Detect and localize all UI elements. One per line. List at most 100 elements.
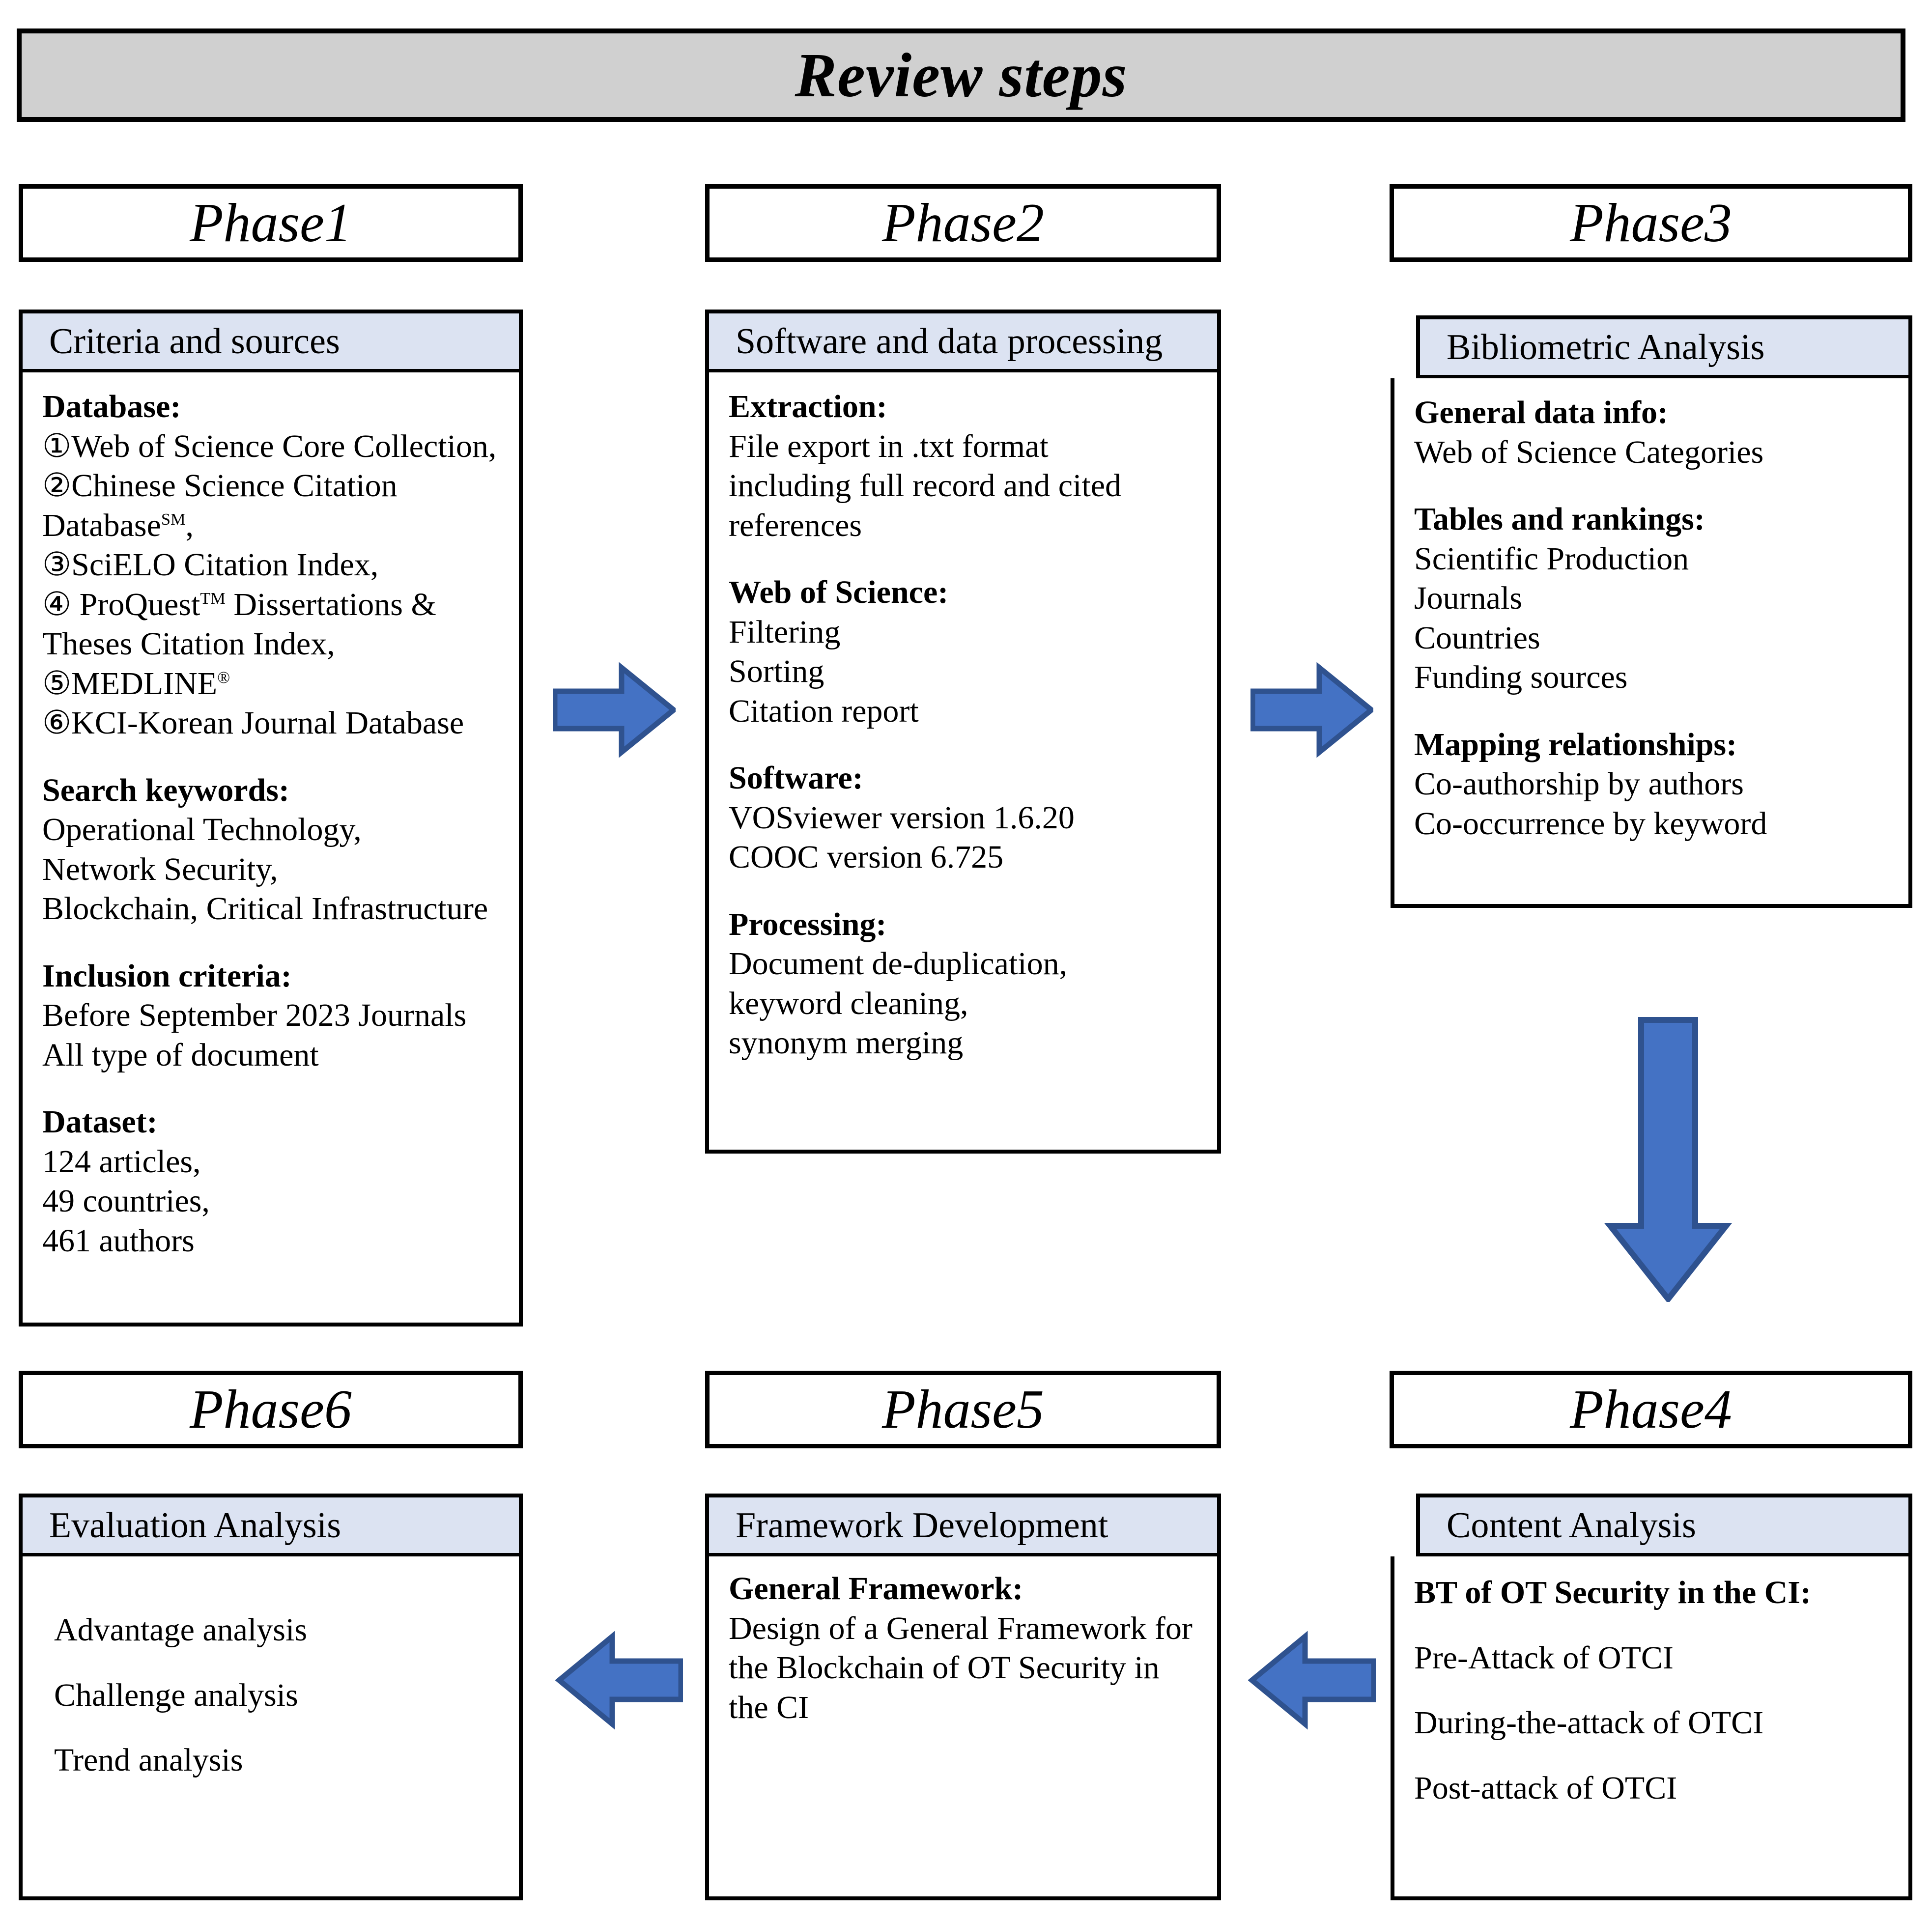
content-group: Web of Science: Filtering Sorting Citati… — [729, 573, 1204, 731]
panel-title-phase1: Criteria and sources — [49, 321, 340, 362]
group-line: Document de-duplication, — [729, 946, 1068, 982]
group-heading: Inclusion criteria: — [42, 958, 292, 994]
group-line: Funding sources — [1414, 659, 1628, 696]
group-line: Post-attack of OTCI — [1414, 1770, 1677, 1806]
group-line: ⑤MEDLINE® — [42, 665, 230, 702]
panel-phase2: Software and data processing Extraction:… — [705, 310, 1221, 1154]
panel-phase5: Framework Development General Framework:… — [705, 1494, 1221, 1900]
group-line: ②Chinese Science Citation — [42, 468, 398, 504]
group-line: Theses Citation Index, — [42, 626, 335, 662]
group-line: Challenge analysis — [54, 1677, 298, 1713]
phase-label-text-phase2: Phase2 — [882, 193, 1044, 254]
group-line: 124 articles, — [42, 1143, 201, 1180]
panel-header-phase4: Content Analysis — [1416, 1494, 1912, 1556]
group-heading: Mapping relationships: — [1414, 726, 1737, 762]
panel-header-phase5: Framework Development — [705, 1494, 1221, 1556]
panel-title-phase4: Content Analysis — [1447, 1505, 1696, 1546]
content-group: Software: VOSviewer version 1.6.20 COOC … — [729, 759, 1204, 877]
content-group: BT of OT Security in the CI: Pre-Attack … — [1414, 1573, 1896, 1808]
group-line: File export in .txt format — [729, 428, 1049, 464]
arrow-phase3-to-phase4 — [1604, 1017, 1732, 1302]
group-line: including full record and cited — [729, 468, 1122, 504]
content-group: Tables and rankings: Scientific Producti… — [1414, 500, 1896, 698]
group-line: Web of Science Categories — [1414, 434, 1764, 470]
group-line: During-the-attack of OTCI — [1414, 1705, 1764, 1741]
content-group: General data info: Web of Science Catego… — [1414, 393, 1896, 472]
group-line: Sorting — [729, 653, 824, 690]
group-line: the CI — [729, 1689, 809, 1725]
content-group: General Framework: Design of a General F… — [729, 1569, 1204, 1727]
content-group: Search keywords: Operational Technology,… — [42, 771, 506, 929]
group-line: Before September 2023 Journals — [42, 997, 467, 1034]
panel-header-phase1: Criteria and sources — [19, 310, 523, 372]
group-line: ①Web of Science Core Collection, — [42, 428, 497, 464]
content-group: Mapping relationships: Co-authorship by … — [1414, 725, 1896, 844]
group-line: Citation report — [729, 693, 919, 729]
panel-body-phase3: General data info: Web of Science Catego… — [1391, 378, 1912, 908]
registered-icon: ® — [217, 668, 230, 687]
panel-phase1: Criteria and sources Database: ①Web of S… — [19, 310, 523, 1326]
group-line: Design of a General Framework for — [729, 1610, 1193, 1646]
group-line: VOSviewer version 1.6.20 — [729, 799, 1075, 836]
group-heading: General data info: — [1414, 395, 1668, 430]
phase-label-phase4: Phase4 — [1390, 1371, 1912, 1448]
group-line: Countries — [1414, 620, 1540, 656]
group-heading: Dataset: — [42, 1104, 158, 1140]
group-line: ⑥KCI-Korean Journal Database — [42, 705, 464, 741]
group-line: Co-authorship by authors — [1414, 766, 1744, 802]
arrow-phase5-to-phase6 — [555, 1629, 683, 1732]
group-heading: Extraction: — [729, 389, 887, 424]
diagram-title-banner: Review steps — [17, 28, 1905, 122]
panel-header-phase6: Evaluation Analysis — [19, 1494, 523, 1556]
group-heading: Search keywords: — [42, 772, 289, 808]
phase-label-phase1: Phase1 — [19, 184, 523, 262]
content-group: Advantage analysis Challenge analysis Tr… — [54, 1610, 506, 1780]
group-line: All type of document — [42, 1037, 319, 1073]
group-line: Advantage analysis — [54, 1612, 308, 1648]
panel-title-phase6: Evaluation Analysis — [49, 1505, 341, 1546]
phase-label-text-phase6: Phase6 — [190, 1379, 352, 1440]
content-group: Database: ①Web of Science Core Collectio… — [42, 387, 506, 743]
group-line: Blockchain, Critical Infrastructure — [42, 891, 488, 927]
panel-header-phase3: Bibliometric Analysis — [1416, 315, 1912, 378]
panel-title-phase3: Bibliometric Analysis — [1447, 327, 1765, 367]
group-line: keyword cleaning, — [729, 985, 968, 1021]
content-group: Processing: Document de-duplication, key… — [729, 905, 1204, 1063]
group-line: COOC version 6.725 — [729, 839, 1004, 875]
group-line: Operational Technology, — [42, 812, 362, 848]
group-line: the Blockchain of OT Security in — [729, 1650, 1160, 1686]
panel-body-phase6: Advantage analysis Challenge analysis Tr… — [19, 1556, 523, 1900]
group-line: Co-occurrence by keyword — [1414, 805, 1767, 842]
phase-label-text-phase3: Phase3 — [1570, 193, 1732, 254]
group-line: Filtering — [729, 614, 841, 650]
panel-body-phase5: General Framework: Design of a General F… — [705, 1556, 1221, 1900]
group-heading: Tables and rankings: — [1414, 501, 1705, 537]
group-line: Journals — [1414, 580, 1522, 617]
panel-body-phase4: BT of OT Security in the CI: Pre-Attack … — [1391, 1556, 1912, 1900]
content-group: Extraction: File export in .txt format i… — [729, 387, 1204, 545]
group-heading: Software: — [729, 760, 863, 796]
group-line: Network Security, — [42, 851, 278, 887]
group-heading: General Framework: — [729, 1571, 1023, 1607]
panel-title-phase2: Software and data processing — [736, 321, 1163, 362]
group-heading: Processing: — [729, 906, 887, 942]
group-line: ③SciELO Citation Index, — [42, 547, 379, 583]
panel-header-phase2: Software and data processing — [705, 310, 1221, 372]
phase-label-phase6: Phase6 — [19, 1371, 523, 1448]
phase-label-text-phase4: Phase4 — [1570, 1379, 1732, 1440]
panel-phase4: Content Analysis BT of OT Security in th… — [1391, 1494, 1912, 1900]
phase-label-text-phase5: Phase5 — [882, 1379, 1044, 1440]
panel-title-phase5: Framework Development — [736, 1505, 1108, 1546]
diagram-title: Review steps — [795, 40, 1128, 110]
phase-label-text-phase1: Phase1 — [190, 193, 352, 254]
phase-label-phase3: Phase3 — [1390, 184, 1912, 262]
arrow-phase4-to-phase5 — [1248, 1629, 1376, 1732]
group-heading: Database: — [42, 389, 181, 424]
group-heading: BT of OT Security in the CI: — [1414, 1575, 1811, 1610]
arrow-phase1-to-phase2 — [553, 661, 676, 759]
arrow-phase2-to-phase3 — [1250, 661, 1373, 759]
group-line: references — [729, 507, 862, 543]
phase-label-phase2: Phase2 — [705, 184, 1221, 262]
group-line: Trend analysis — [54, 1742, 243, 1778]
